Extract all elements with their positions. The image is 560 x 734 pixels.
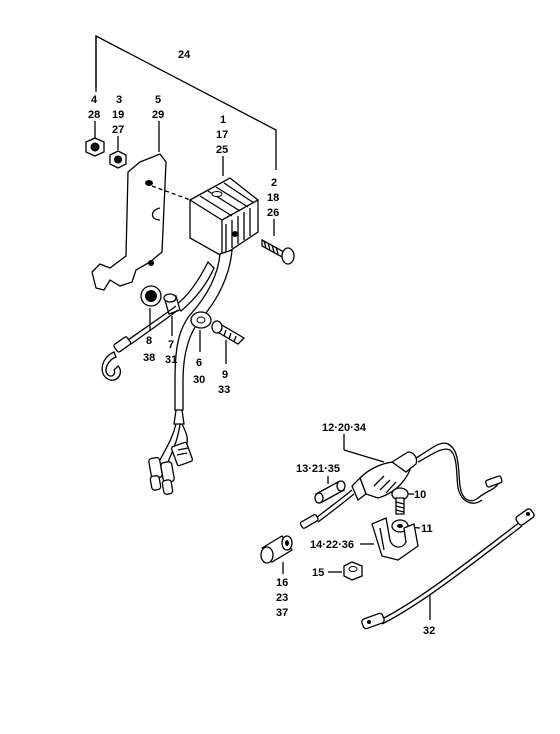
callout-11: 11 [421,523,433,535]
callout-33: 33 [218,384,230,396]
callout-23: 23 [276,592,288,604]
mounting-bracket-icon [91,153,167,291]
fuse-icon [314,480,346,504]
callout-38: 38 [143,352,155,364]
callout-28: 28 [88,109,100,121]
nut-icon [343,561,363,581]
callout-27: 27 [112,124,124,136]
grommet-icon [140,285,162,307]
ground-lead-icon [361,508,535,630]
callout-26: 26 [267,207,279,219]
callout-14-22-36: 14·22·36 [310,539,354,551]
callout-37: 37 [276,607,288,619]
callout-4: 4 [91,94,98,106]
callout-6: 6 [196,357,202,369]
callout-12-20-34: 12·20·34 [322,422,367,434]
bolt-icon [211,320,246,345]
bolt-icon [261,238,295,265]
connector-icon [148,441,194,495]
callout-5: 5 [155,94,161,106]
washer-nut-icon [109,150,127,169]
callout-17: 17 [216,129,228,141]
callout-30: 30 [193,374,205,386]
callout-8: 8 [146,335,152,347]
rectifier-regulator-icon [189,177,259,257]
ring-grommet-icon [190,311,212,329]
callout-24: 24 [178,49,191,61]
callout-1: 1 [220,114,226,126]
callout-29: 29 [152,109,164,121]
callout-2: 2 [271,177,277,189]
assembly-24-bracket [95,34,277,170]
callout-32: 32 [423,625,435,637]
callout-10: 10 [414,489,426,501]
wire-harness [159,249,233,463]
ground-lead-icon [101,305,179,381]
callout-15: 15 [312,567,324,579]
callout-25: 25 [216,144,228,156]
callout-7: 7 [168,339,174,351]
bolt-icon [391,487,409,515]
collar-icon [163,293,181,315]
fuse-holder-icon [299,442,503,529]
callout-3: 3 [116,94,122,106]
callout-18: 18 [267,192,279,204]
callout-19: 19 [112,109,124,121]
nut-icon [85,137,105,157]
callout-16: 16 [276,577,288,589]
callout-31: 31 [165,354,177,366]
callout-13-21-35: 13·21·35 [296,463,340,475]
callout-9: 9 [222,369,228,381]
clamp-icon [371,517,419,561]
fuse-cap-icon [260,535,293,564]
